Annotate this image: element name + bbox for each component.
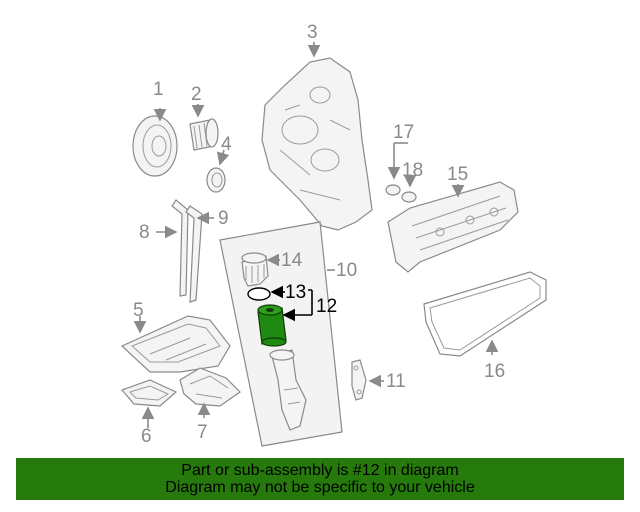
part-11-bracket[interactable] <box>351 359 367 401</box>
parts-diagram: 1 2 4 3 17 18 15 <box>120 22 547 447</box>
callout-9: 9 <box>218 208 229 229</box>
part-14-filter-cap[interactable] <box>241 252 269 287</box>
part-8-dipstick[interactable] <box>171 199 189 297</box>
part-info-banner: Part or sub-assembly is #12 in diagram D… <box>16 458 624 500</box>
part-3-timing-cover[interactable] <box>261 57 373 231</box>
callout-6: 6 <box>141 426 152 447</box>
filter-housing <box>269 349 307 431</box>
part-6-lower-pan[interactable] <box>120 379 178 407</box>
callout-15: 15 <box>447 164 468 185</box>
callout-1: 1 <box>153 79 164 100</box>
callout-10: 10 <box>336 260 357 281</box>
part-4-seal[interactable] <box>206 167 226 193</box>
leader-4 <box>216 149 230 166</box>
callout-13: 13 <box>285 282 306 303</box>
callout-16: 16 <box>484 361 505 382</box>
part-18-ring[interactable] <box>401 191 417 203</box>
callout-3: 3 <box>307 22 318 43</box>
part-5-oil-pan[interactable] <box>120 315 231 373</box>
part-7-baffle[interactable] <box>179 367 241 407</box>
callout-12: 12 <box>316 296 337 317</box>
banner-line-2: Diagram may not be specific to your vehi… <box>165 479 475 496</box>
banner-line-1: Part or sub-assembly is #12 in diagram <box>181 462 459 479</box>
callout-18: 18 <box>402 160 423 181</box>
part-1-crank-pulley[interactable] <box>132 115 178 177</box>
callout-4: 4 <box>221 134 232 155</box>
part-15-valve-cover[interactable] <box>387 181 519 273</box>
callout-5: 5 <box>133 300 144 321</box>
part-2-hub[interactable] <box>189 118 219 151</box>
callout-8: 8 <box>139 222 150 243</box>
part-17-ring[interactable] <box>385 184 401 196</box>
callout-11: 11 <box>386 371 406 392</box>
part-12-oil-filter[interactable] <box>257 304 287 347</box>
part-9-dipstick-tube[interactable] <box>185 205 203 303</box>
part-16-valve-cover-gasket[interactable] <box>423 271 547 357</box>
part-13-o-ring[interactable] <box>247 287 271 301</box>
callout-7: 7 <box>197 422 208 443</box>
callout-14: 14 <box>281 250 303 271</box>
callout-17: 17 <box>393 122 414 143</box>
callout-2: 2 <box>191 84 202 105</box>
